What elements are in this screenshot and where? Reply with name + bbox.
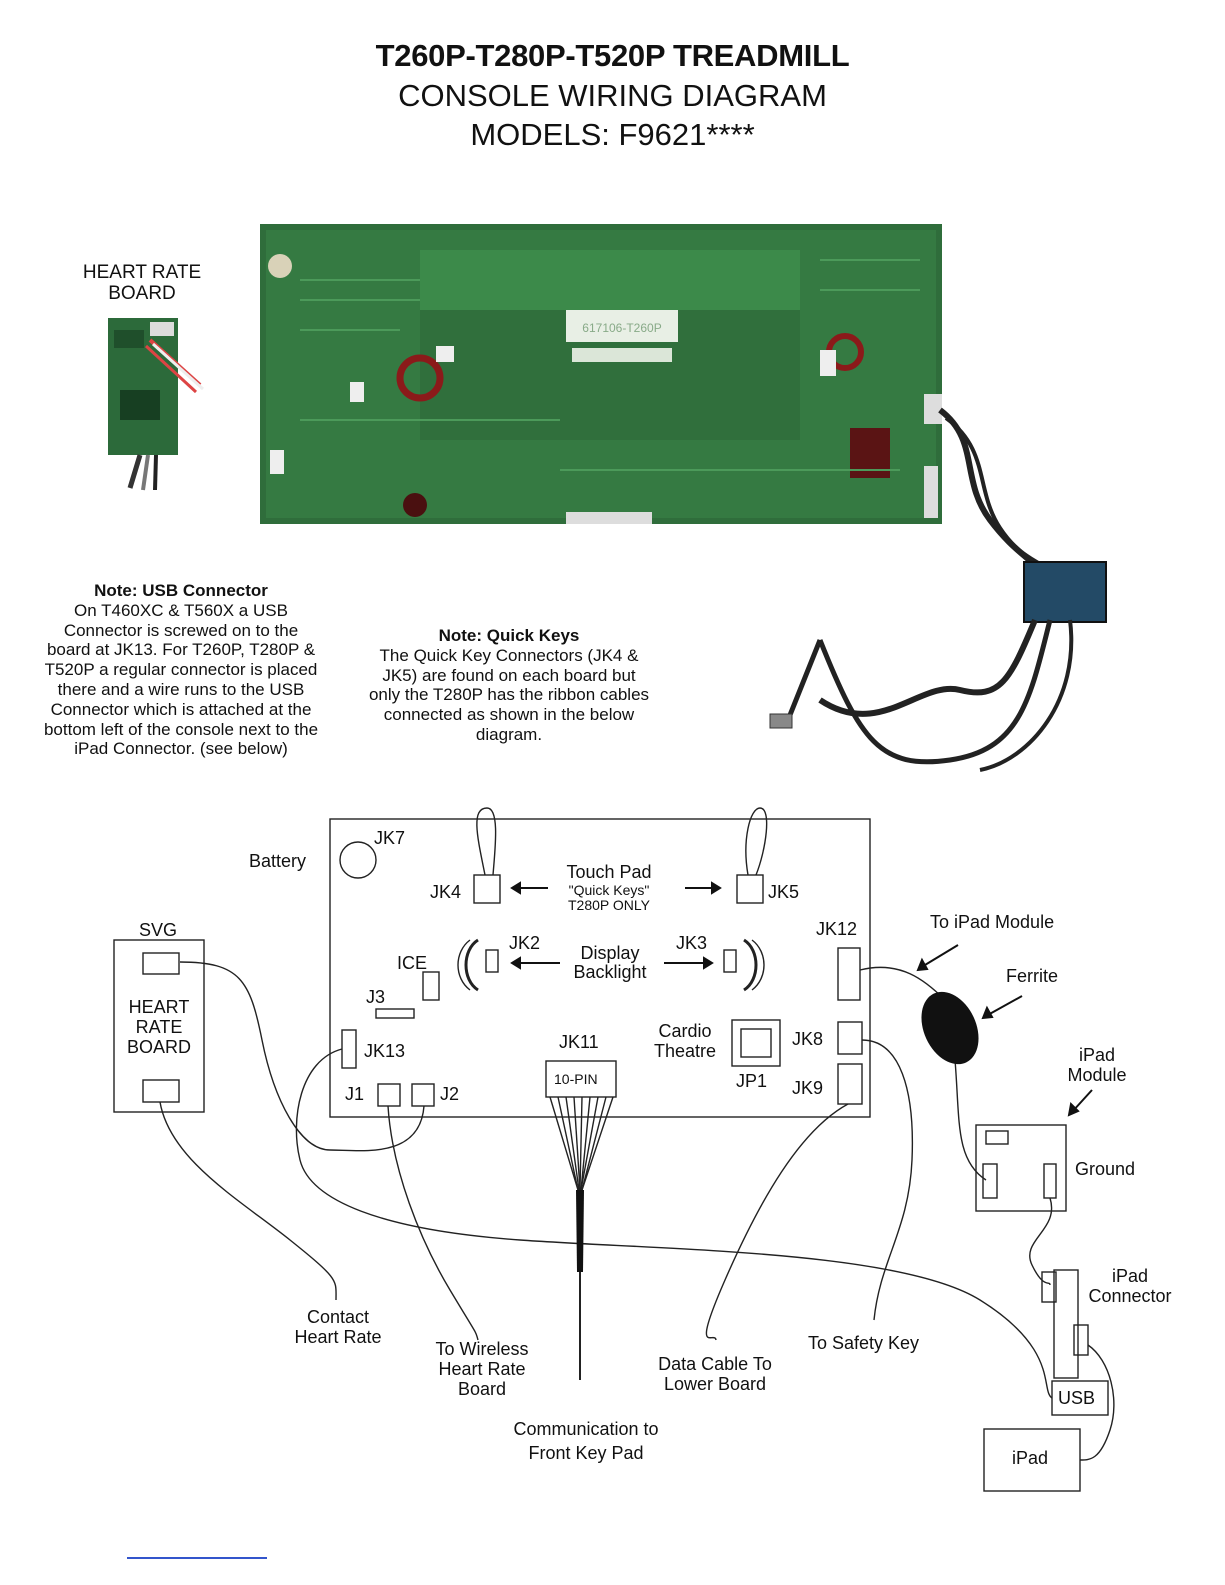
display-label: Display <box>580 943 640 963</box>
usb-note-title: Note: USB Connector <box>94 581 268 600</box>
diagram-title: T260P-T280P-T520P TREADMILL <box>375 38 850 73</box>
main-board-photo: 617106-T260P <box>260 224 942 524</box>
j2-connector <box>411 1083 435 1107</box>
jk9-connector <box>837 1063 863 1105</box>
svg-label: SVG <box>139 920 178 940</box>
ferrite-core <box>921 991 979 1065</box>
jk11-label: JK11 <box>559 1032 599 1052</box>
jk5-connector <box>736 874 764 904</box>
ipad-cable-photo <box>769 407 1107 772</box>
wireless-hr-label: To Wireless Heart Rate Board <box>435 1339 529 1399</box>
jk8-label: JK8 <box>792 1029 824 1049</box>
hr-board-photo-caption: HEART RATE BOARD <box>82 262 202 304</box>
bottom-link-underline[interactable] <box>127 1557 267 1559</box>
jk9-label: JK9 <box>792 1078 824 1098</box>
jp1-label: JP1 <box>736 1071 768 1091</box>
quick-keys-note: Note: Quick Keys The Quick Key Connector… <box>368 626 650 745</box>
cardio-label: Cardio <box>658 1021 712 1041</box>
hr-board-label: HEART RATE BOARD <box>126 997 191 1057</box>
hr-board-box <box>113 939 205 1113</box>
ferrite-label: Ferrite <box>1006 966 1059 986</box>
models-line: MODELS: F9621**** <box>470 117 755 152</box>
jk11-connector <box>545 1060 617 1098</box>
jk3-connector <box>723 949 737 973</box>
hr-board-photo <box>108 318 205 491</box>
jk2-label: JK2 <box>509 933 541 953</box>
jk8-connector <box>837 1021 863 1055</box>
battery-label: Battery <box>249 851 307 871</box>
ice-connector <box>422 971 440 1001</box>
battery-symbol <box>339 841 377 879</box>
to-ipad-module-label: To iPad Module <box>930 912 1055 932</box>
ipad-label: iPad <box>1012 1448 1049 1468</box>
quick-keys-note-title: Note: Quick Keys <box>438 626 580 645</box>
touch-pad-label: Touch Pad <box>566 862 652 882</box>
quick-keys-note-body: The Quick Key Connectors (JK4 & JK5) are… <box>368 645 650 744</box>
ice-label: ICE <box>397 953 428 973</box>
jk13-connector <box>341 1029 357 1069</box>
j2-label: J2 <box>440 1084 460 1104</box>
jk2-connector <box>485 949 499 973</box>
usb-note-body: On T460XC & T560X a USB Connector is scr… <box>43 600 319 759</box>
ipad-connector-body <box>1053 1269 1079 1379</box>
jk3-label: JK3 <box>676 933 708 953</box>
ipad-module-label: iPad Module <box>1067 1045 1127 1085</box>
jk7-label: JK7 <box>374 828 406 848</box>
ten-pin-label: 10-PIN <box>554 1071 598 1087</box>
j1-label: J1 <box>345 1084 365 1104</box>
board-sticker-text: 617106-T260P <box>582 321 661 335</box>
j3-connector <box>375 1008 415 1019</box>
usb-label: USB <box>1058 1388 1096 1408</box>
jk13-label: JK13 <box>364 1041 406 1061</box>
t280p-only-label: T280P ONLY <box>568 897 650 913</box>
jp1-connector <box>731 1019 781 1067</box>
jk12-connector <box>837 947 861 1001</box>
svg-connector <box>142 952 180 975</box>
safety-key-label: To Safety Key <box>808 1333 920 1353</box>
communication-label: Communication to Front Key Pad <box>513 1419 659 1463</box>
jk12-label: JK12 <box>816 919 858 939</box>
jk4-label: JK4 <box>430 882 462 902</box>
j1-connector <box>377 1083 401 1107</box>
ipad-connector-label: iPad Connector <box>1088 1266 1172 1306</box>
diagram-subtitle: CONSOLE WIRING DIAGRAM <box>398 78 827 113</box>
j3-label: J3 <box>366 987 386 1007</box>
jk5-label: JK5 <box>768 882 800 902</box>
ipad-module-box <box>975 1124 1067 1212</box>
contact-hr-label: Contact Heart Rate <box>294 1307 382 1347</box>
ground-label: Ground <box>1075 1159 1136 1179</box>
jk4-connector <box>473 874 501 904</box>
theatre-label: Theatre <box>653 1041 717 1061</box>
quick-keys-label: "Quick Keys" <box>568 882 650 898</box>
data-cable-label: Data Cable To Lower Board <box>658 1354 772 1394</box>
backlight-label: Backlight <box>573 962 647 982</box>
usb-connector-note: Note: USB Connector On T460XC & T560X a … <box>40 581 322 759</box>
